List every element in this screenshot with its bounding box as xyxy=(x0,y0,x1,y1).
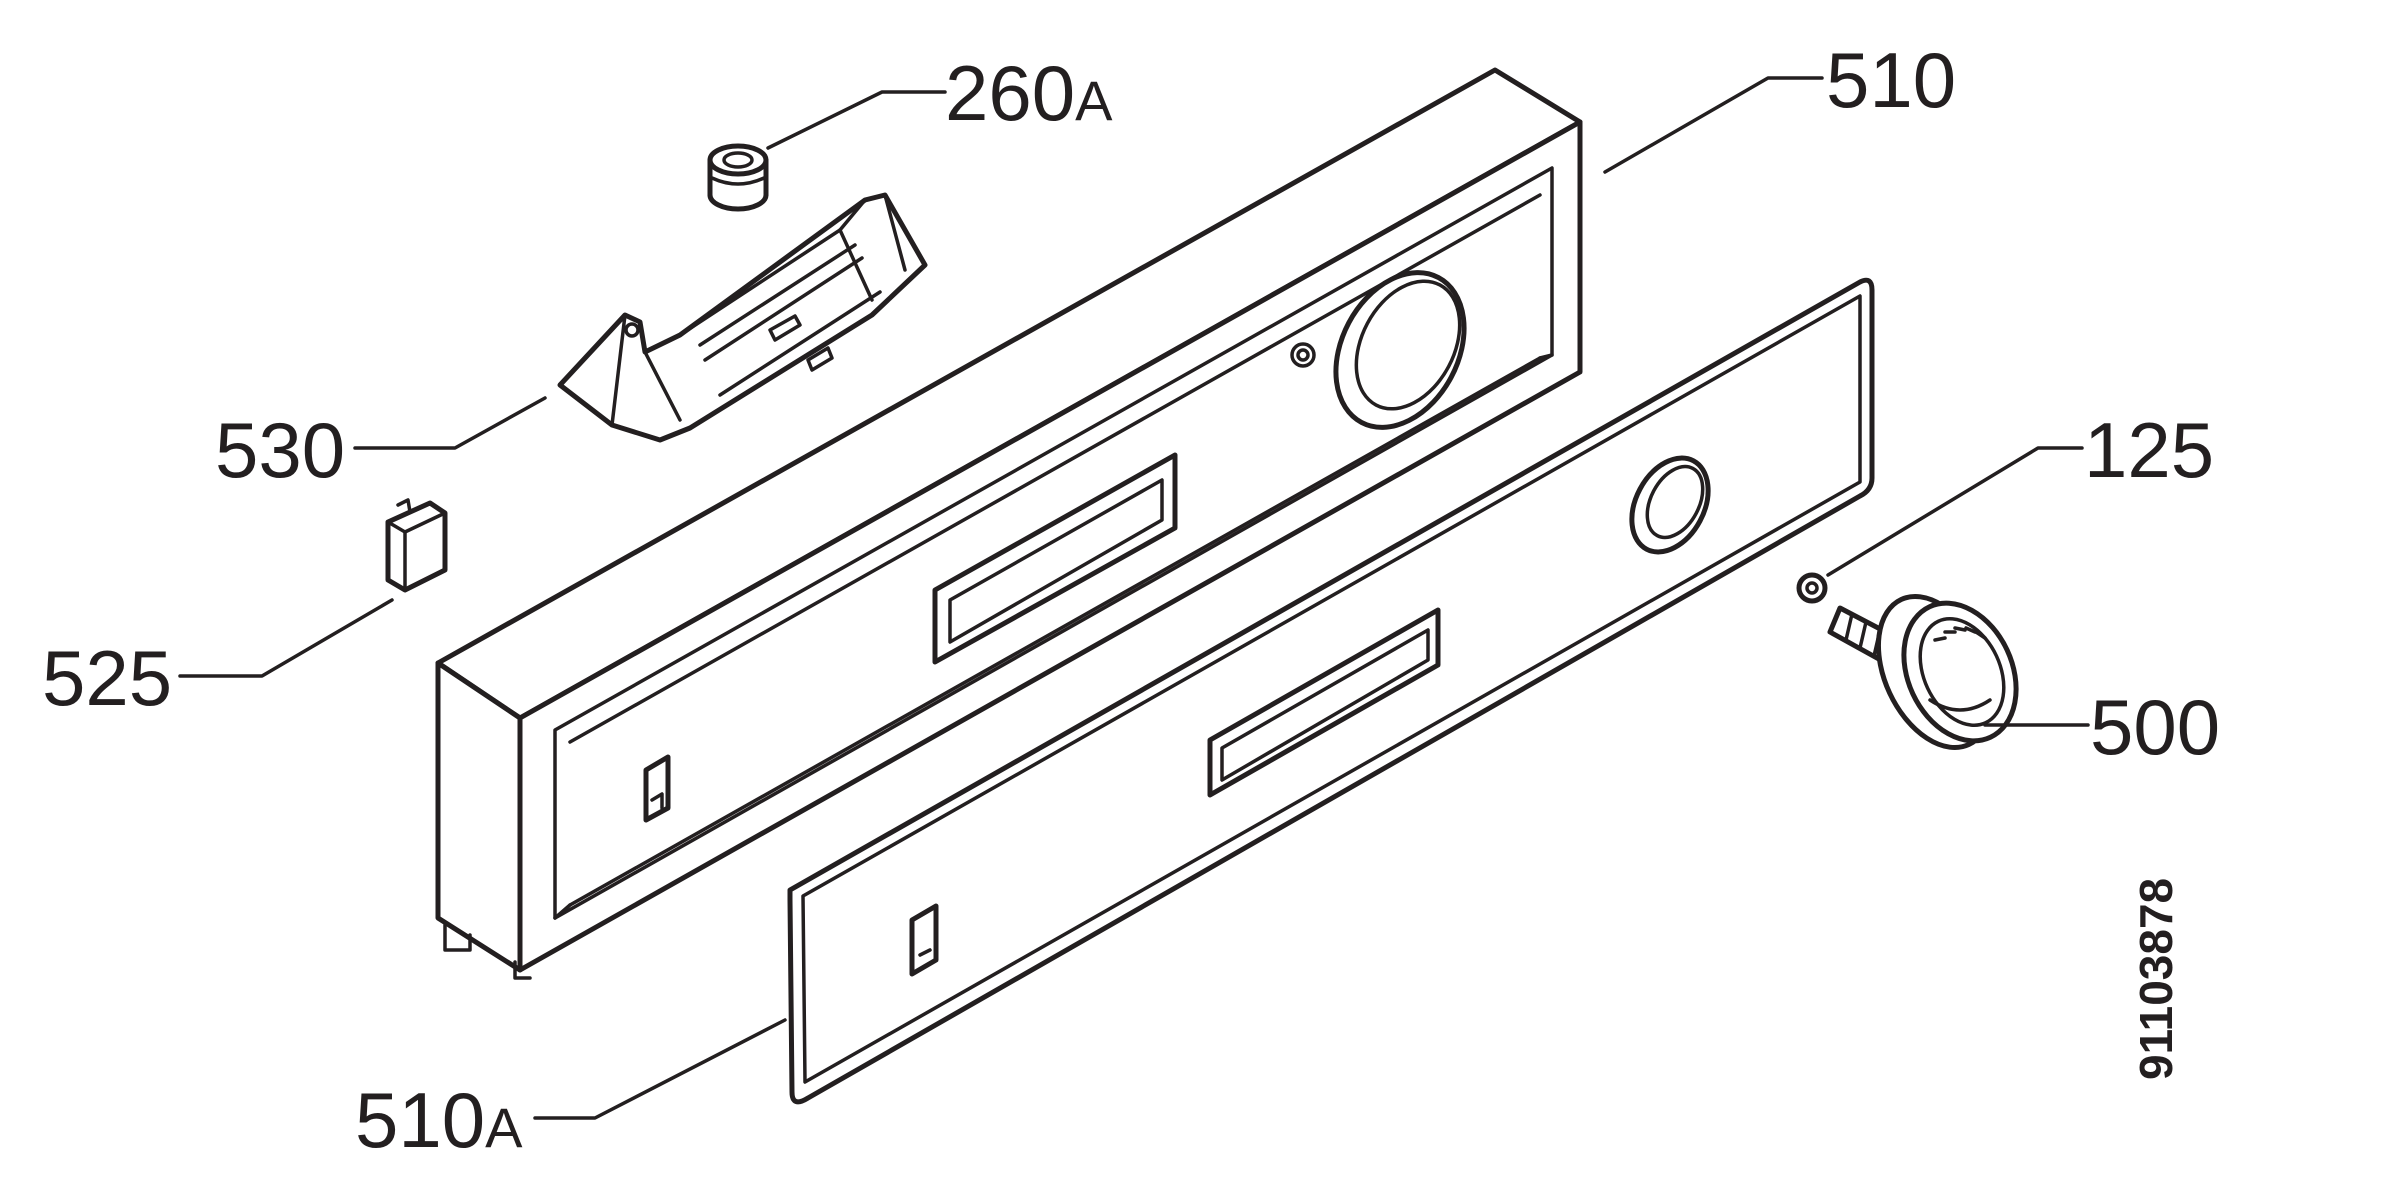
control-panel-housing-510 xyxy=(435,67,1583,980)
document-number: 91103878 xyxy=(2130,878,2182,1080)
leader-260a xyxy=(766,90,947,150)
switch-cap-525 xyxy=(385,498,448,593)
leader-510a xyxy=(533,1018,787,1120)
switch-bracket-530 xyxy=(557,192,928,443)
callout-530: 530 xyxy=(215,406,345,494)
callout-260a: 260A xyxy=(945,49,1113,137)
callout-525: 525 xyxy=(42,634,172,722)
control-knob-500 xyxy=(1827,593,2019,751)
grommet-260a xyxy=(707,143,769,212)
callout-510: 510 xyxy=(1826,36,1956,124)
leader-525 xyxy=(178,598,394,678)
leader-125 xyxy=(1826,446,2084,577)
callout-125: 125 xyxy=(2084,406,2214,494)
leader-530 xyxy=(353,396,547,450)
callout-500: 500 xyxy=(2090,683,2220,771)
callout-510a: 510A xyxy=(355,1076,523,1164)
leader-510 xyxy=(1603,76,1824,174)
front-panel-plate-510a xyxy=(787,277,1875,1105)
nut-125 xyxy=(1796,572,1828,604)
